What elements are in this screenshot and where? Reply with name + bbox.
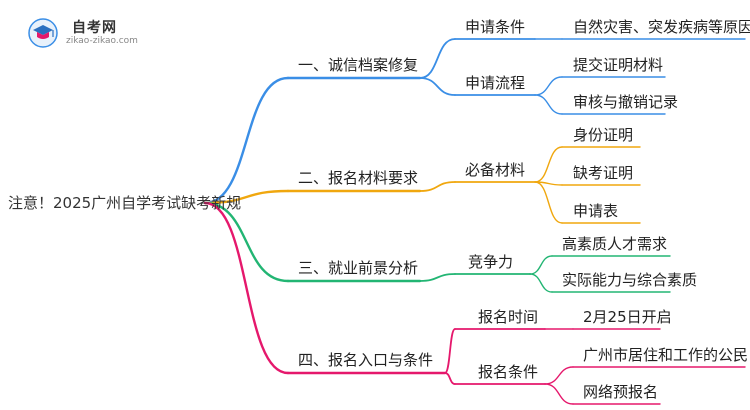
leaf-topic: 缺考证明 bbox=[573, 164, 634, 182]
branch-topic: 四、报名入口与条件 bbox=[298, 351, 434, 369]
subtopic: 报名条件 bbox=[478, 363, 539, 381]
subtopic-connector bbox=[419, 77, 456, 96]
logo-title: 自考网 bbox=[72, 20, 117, 36]
branch-connector bbox=[203, 201, 290, 375]
subtopic-connector bbox=[419, 273, 456, 282]
leaf-topic: 身份证明 bbox=[573, 126, 634, 144]
subtopic-connector bbox=[419, 38, 456, 79]
leaf-topic: 网络预报名 bbox=[583, 383, 659, 401]
leaf-connector bbox=[534, 94, 563, 115]
leaf-connector bbox=[534, 181, 563, 224]
logo-subtitle: zikao-zikao.com bbox=[66, 36, 138, 46]
branch-topic: 三、就业前景分析 bbox=[298, 259, 419, 277]
subtopic-connector bbox=[444, 372, 456, 385]
leaf-connector bbox=[529, 255, 553, 275]
branch-topic: 一、诚信档案修复 bbox=[298, 56, 419, 74]
root-topic: 注意！2025广州自学考试缺考新规 bbox=[8, 194, 242, 212]
leaf-topic: 广州市居住和工作的公民 bbox=[583, 346, 749, 364]
subtopic-connector bbox=[419, 181, 456, 192]
leaf-topic: 自然灾害、突发疾病等原因缺考 bbox=[573, 18, 750, 36]
branch-connector bbox=[203, 76, 290, 205]
leaf-connector bbox=[544, 383, 574, 405]
site-logo: 自考网 zikao-zikao.com bbox=[28, 14, 138, 54]
leaf-connector bbox=[529, 273, 553, 293]
leaf-connector bbox=[534, 146, 563, 183]
leaf-topic: 实际能力与综合素质 bbox=[562, 271, 698, 289]
subtopic: 竞争力 bbox=[468, 253, 514, 271]
leaf-topic: 高素质人才需求 bbox=[562, 235, 668, 253]
subtopic: 申请流程 bbox=[465, 74, 526, 92]
branch-topic: 二、报名材料要求 bbox=[298, 169, 419, 187]
leaf-connector bbox=[534, 76, 563, 96]
subtopic: 申请条件 bbox=[465, 18, 526, 36]
leaf-topic: 申请表 bbox=[573, 202, 619, 220]
subtopic: 必备材料 bbox=[465, 161, 526, 179]
leaf-topic: 提交证明材料 bbox=[573, 56, 664, 74]
branch-connector bbox=[203, 201, 290, 283]
subtopic: 报名时间 bbox=[478, 308, 539, 326]
branch-connector bbox=[203, 189, 290, 205]
leaf-connector bbox=[544, 366, 574, 385]
leaf-topic: 2月25日开启 bbox=[583, 308, 672, 326]
leaf-topic: 审核与撤销记录 bbox=[573, 93, 679, 111]
graduation-cap-icon bbox=[28, 18, 58, 48]
subtopic-connector bbox=[444, 328, 456, 374]
